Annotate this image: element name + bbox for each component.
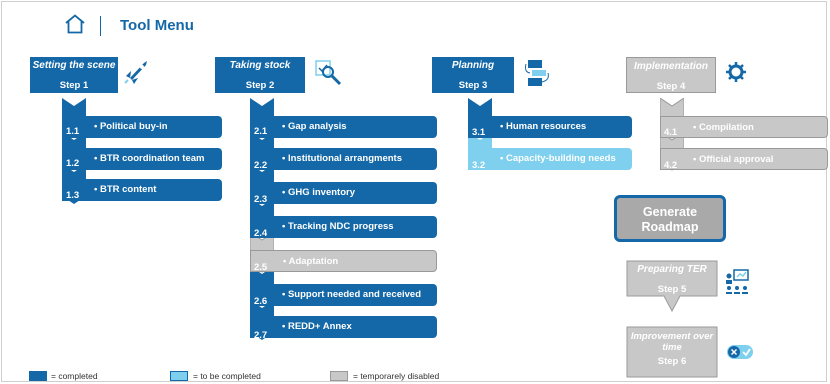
item-2-6-label: • Support needed and received xyxy=(282,289,421,300)
step3-title: Planning xyxy=(451,60,495,71)
step6-label: Step 6 xyxy=(657,356,687,367)
step2-title: Taking stock xyxy=(229,60,291,71)
item-2-5-label: • Adaptation xyxy=(283,256,339,267)
item-1-1-label: • Political buy-in xyxy=(94,121,168,132)
item-2-4[interactable]: • Tracking NDC progress xyxy=(250,216,437,238)
item-2-1-num: 2.1 xyxy=(254,126,268,137)
legend-to-be-completed-swatch xyxy=(170,371,188,381)
item-2-7-label: • REDD+ Annex xyxy=(282,321,352,332)
step5-label: Step 5 xyxy=(657,284,687,295)
step3-label: Step 3 xyxy=(458,80,488,91)
home-icon[interactable] xyxy=(64,14,86,34)
item-1-1[interactable]: • Political buy-in xyxy=(62,116,222,138)
legend-disabled-label: = temporarely disabled xyxy=(353,371,440,381)
step5-shape xyxy=(626,260,718,312)
step3-header[interactable]: Planning Step 3 xyxy=(432,57,514,93)
step5-title: Preparing TER xyxy=(637,264,707,275)
item-4-1-label: • Compilation xyxy=(693,122,754,133)
item-3-2-label: • Capacity-building needs xyxy=(500,153,616,164)
item-4-2: • Official approval xyxy=(660,148,828,170)
item-1-2[interactable]: • BTR coordination team xyxy=(62,148,222,170)
item-1-2-label: • BTR coordination team xyxy=(94,153,205,164)
item-4-1-num: 4.1 xyxy=(664,127,678,138)
legend-completed-swatch xyxy=(29,371,47,381)
item-3-2[interactable]: • Capacity-building needs xyxy=(468,148,632,170)
item-2-2[interactable]: • Institutional arrangments xyxy=(250,148,437,170)
item-4-2-num: 4.2 xyxy=(664,160,678,171)
rocket-icon xyxy=(122,58,152,84)
item-2-3-label: • GHG inventory xyxy=(282,187,356,198)
item-3-1[interactable]: • Human resources xyxy=(468,116,632,138)
item-3-1-label: • Human resources xyxy=(500,121,587,132)
step4-title: Implementation xyxy=(634,61,708,72)
item-2-5-num: 2.5 xyxy=(254,262,268,273)
item-2-4-label: • Tracking NDC progress xyxy=(282,221,394,232)
magnifier-icon xyxy=(313,58,343,86)
item-1-3-num: 1.3 xyxy=(66,190,80,201)
item-2-2-label: • Institutional arrangments xyxy=(282,153,402,164)
step2-label: Step 2 xyxy=(245,80,275,91)
item-2-3-num: 2.3 xyxy=(254,194,268,205)
legend-disabled-swatch xyxy=(330,371,348,381)
toggle-check-icon xyxy=(726,344,754,360)
step1-label: Step 1 xyxy=(59,80,89,91)
item-2-7-num: 2.7 xyxy=(254,330,268,341)
step2-header[interactable]: Taking stock Step 2 xyxy=(215,57,305,93)
step5-header: Preparing TER Step 5 xyxy=(626,261,718,297)
step6-box xyxy=(626,326,718,378)
planning-icon xyxy=(524,58,550,88)
item-2-6[interactable]: • Support needed and received xyxy=(250,284,437,306)
item-2-6-num: 2.6 xyxy=(254,296,268,307)
item-1-3[interactable]: • BTR content xyxy=(62,179,222,201)
item-1-2-num: 1.2 xyxy=(66,158,80,169)
legend-to-be-completed-label: = to be completed xyxy=(193,371,261,381)
step4-header: Implementation Step 4 xyxy=(626,57,716,93)
item-2-5: • Adaptation xyxy=(250,250,437,272)
step1-header[interactable]: Setting the scene Step 1 xyxy=(30,57,118,93)
item-2-1-label: • Gap analysis xyxy=(282,121,347,132)
gear-icon xyxy=(724,60,748,84)
step6-header: Improvement over time Step 6 xyxy=(626,331,718,375)
item-2-7[interactable]: • REDD+ Annex xyxy=(250,316,437,338)
item-4-2-label: • Official approval xyxy=(693,154,774,165)
item-2-4-num: 2.4 xyxy=(254,228,268,239)
step6-title: Improvement over time xyxy=(630,331,714,353)
page-title: Tool Menu xyxy=(120,17,194,34)
item-3-2-num: 3.2 xyxy=(472,160,486,171)
item-4-1: • Compilation xyxy=(660,116,828,138)
presentation-icon xyxy=(724,268,752,294)
legend-completed-label: = completed xyxy=(51,371,98,381)
item-2-1[interactable]: • Gap analysis xyxy=(250,116,437,138)
item-1-3-label: • BTR content xyxy=(94,184,157,195)
step1-chevrons xyxy=(62,98,86,212)
header-separator xyxy=(100,16,101,36)
step1-title: Setting the scene xyxy=(32,60,116,71)
item-2-3[interactable]: • GHG inventory xyxy=(250,182,437,204)
item-2-2-num: 2.2 xyxy=(254,160,268,171)
item-3-1-num: 3.1 xyxy=(472,127,486,138)
step1-tail xyxy=(62,184,222,212)
item-1-1-num: 1.1 xyxy=(66,126,80,137)
step4-label: Step 4 xyxy=(656,81,686,92)
